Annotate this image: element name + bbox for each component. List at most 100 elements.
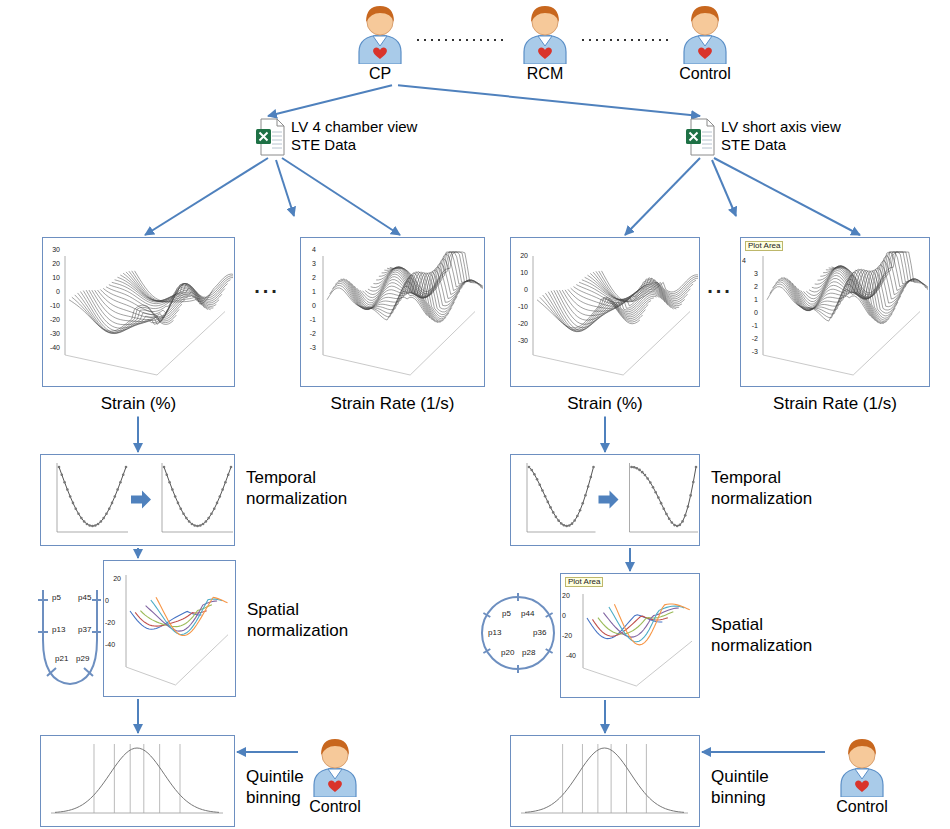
quintile-boundary <box>143 744 144 813</box>
curve-point <box>668 517 671 520</box>
curve-point <box>114 495 117 498</box>
person-icon <box>345 0 415 64</box>
quintile-boundary <box>159 744 160 813</box>
curve-point <box>684 514 687 517</box>
surface-trace <box>69 300 174 332</box>
curve-point <box>692 481 695 484</box>
surface-trace <box>132 271 233 302</box>
segment-curve <box>592 616 667 636</box>
quintile-boundary <box>582 744 583 813</box>
person-hair <box>321 739 349 755</box>
curve-point <box>676 525 679 528</box>
node-label: LV 4 chamber view STE Data <box>291 118 431 154</box>
surface-trace <box>787 269 890 322</box>
curve-point <box>216 502 219 505</box>
curve-point <box>74 507 77 510</box>
curve-point <box>86 523 89 526</box>
curve-point <box>673 524 676 527</box>
bell-curve <box>55 748 219 812</box>
plot-axis <box>763 256 764 355</box>
sheet-row <box>702 148 712 149</box>
node-label: LV short axis view STE Data <box>721 118 861 154</box>
curve-point <box>168 481 171 484</box>
curve-point <box>649 481 652 484</box>
lv-four-chamber-outline <box>43 590 97 684</box>
axis-tick: -30 <box>512 337 528 344</box>
curve-point <box>547 501 550 504</box>
curve-point <box>80 517 83 520</box>
dotted-link <box>582 39 668 41</box>
heart-symbol <box>373 47 387 59</box>
curve-point <box>638 469 641 472</box>
control-subject: Control <box>300 733 370 816</box>
surface-trace <box>346 272 446 321</box>
axis-tick: -3 <box>742 348 758 355</box>
curve-point <box>549 506 552 509</box>
surface-trace <box>115 280 220 305</box>
flow-arrow <box>137 548 139 558</box>
surface-plot: Strain (%) <box>510 237 700 387</box>
curve-point <box>665 513 668 516</box>
excel-file-icon <box>255 118 285 156</box>
document-fold <box>277 119 284 126</box>
segment-tick <box>483 593 552 673</box>
curve-point <box>533 473 536 476</box>
curve-point <box>681 520 684 523</box>
spatial-plot: Spatial normalization <box>103 560 236 697</box>
curve-point <box>538 483 541 486</box>
surface-trace <box>789 269 892 320</box>
curve-point <box>185 517 188 520</box>
curve-point <box>58 466 61 469</box>
axis-tick: 3 <box>742 270 758 277</box>
plot-illustration <box>511 455 698 544</box>
axis-tick: 0 <box>302 302 316 309</box>
surface-trace <box>596 271 698 301</box>
mini-axis <box>630 463 699 532</box>
surface-plot: Strain Rate (1/s) <box>300 237 485 387</box>
curve-point <box>207 517 210 520</box>
curve-point <box>671 521 674 524</box>
plot-axis <box>51 813 223 814</box>
axis-tick: 30 <box>44 246 60 253</box>
curve-point <box>122 473 125 476</box>
curve-point <box>557 519 560 522</box>
person-collar <box>538 36 552 46</box>
curve-point <box>584 494 587 497</box>
axis-tick: 10 <box>512 269 528 276</box>
person-body <box>684 35 726 64</box>
curve-point <box>188 520 191 523</box>
axis-tick: -2 <box>302 330 316 337</box>
normalize-arrow <box>131 491 151 509</box>
curve-point <box>590 476 593 479</box>
person-icon <box>670 0 740 64</box>
excel-badge <box>686 129 701 144</box>
person-icon <box>510 0 580 64</box>
quintile-boundary <box>597 744 598 813</box>
heart-symbol <box>538 47 552 59</box>
axis-tick: -40 <box>562 652 576 659</box>
heart-symbol <box>328 780 342 792</box>
heart-symbol <box>855 780 869 792</box>
plot-illustration <box>561 574 698 696</box>
flow-arrow <box>398 85 700 116</box>
plot-area-tag: Plot Area <box>745 241 783 251</box>
plot-axis <box>521 813 688 814</box>
sheet-row <box>702 132 712 133</box>
curve-point <box>230 466 233 469</box>
curve-point <box>581 502 584 505</box>
curve-point <box>205 520 208 523</box>
axis-tick: 20 <box>512 252 528 259</box>
person-icon <box>300 733 370 797</box>
axis-tick: 10 <box>44 274 60 281</box>
curve-point <box>641 471 644 474</box>
segment-label: p29 <box>76 655 89 663</box>
node-label: Quintile binning <box>711 766 823 809</box>
curve-point <box>193 524 196 527</box>
plot-illustration <box>301 238 483 385</box>
curve-point <box>91 525 94 528</box>
curve-point <box>587 485 590 488</box>
curve-point <box>552 511 555 514</box>
curve-point <box>111 502 114 505</box>
bell-curve <box>525 748 684 812</box>
surface-plot: Strain Rate (1/s) <box>740 237 930 387</box>
